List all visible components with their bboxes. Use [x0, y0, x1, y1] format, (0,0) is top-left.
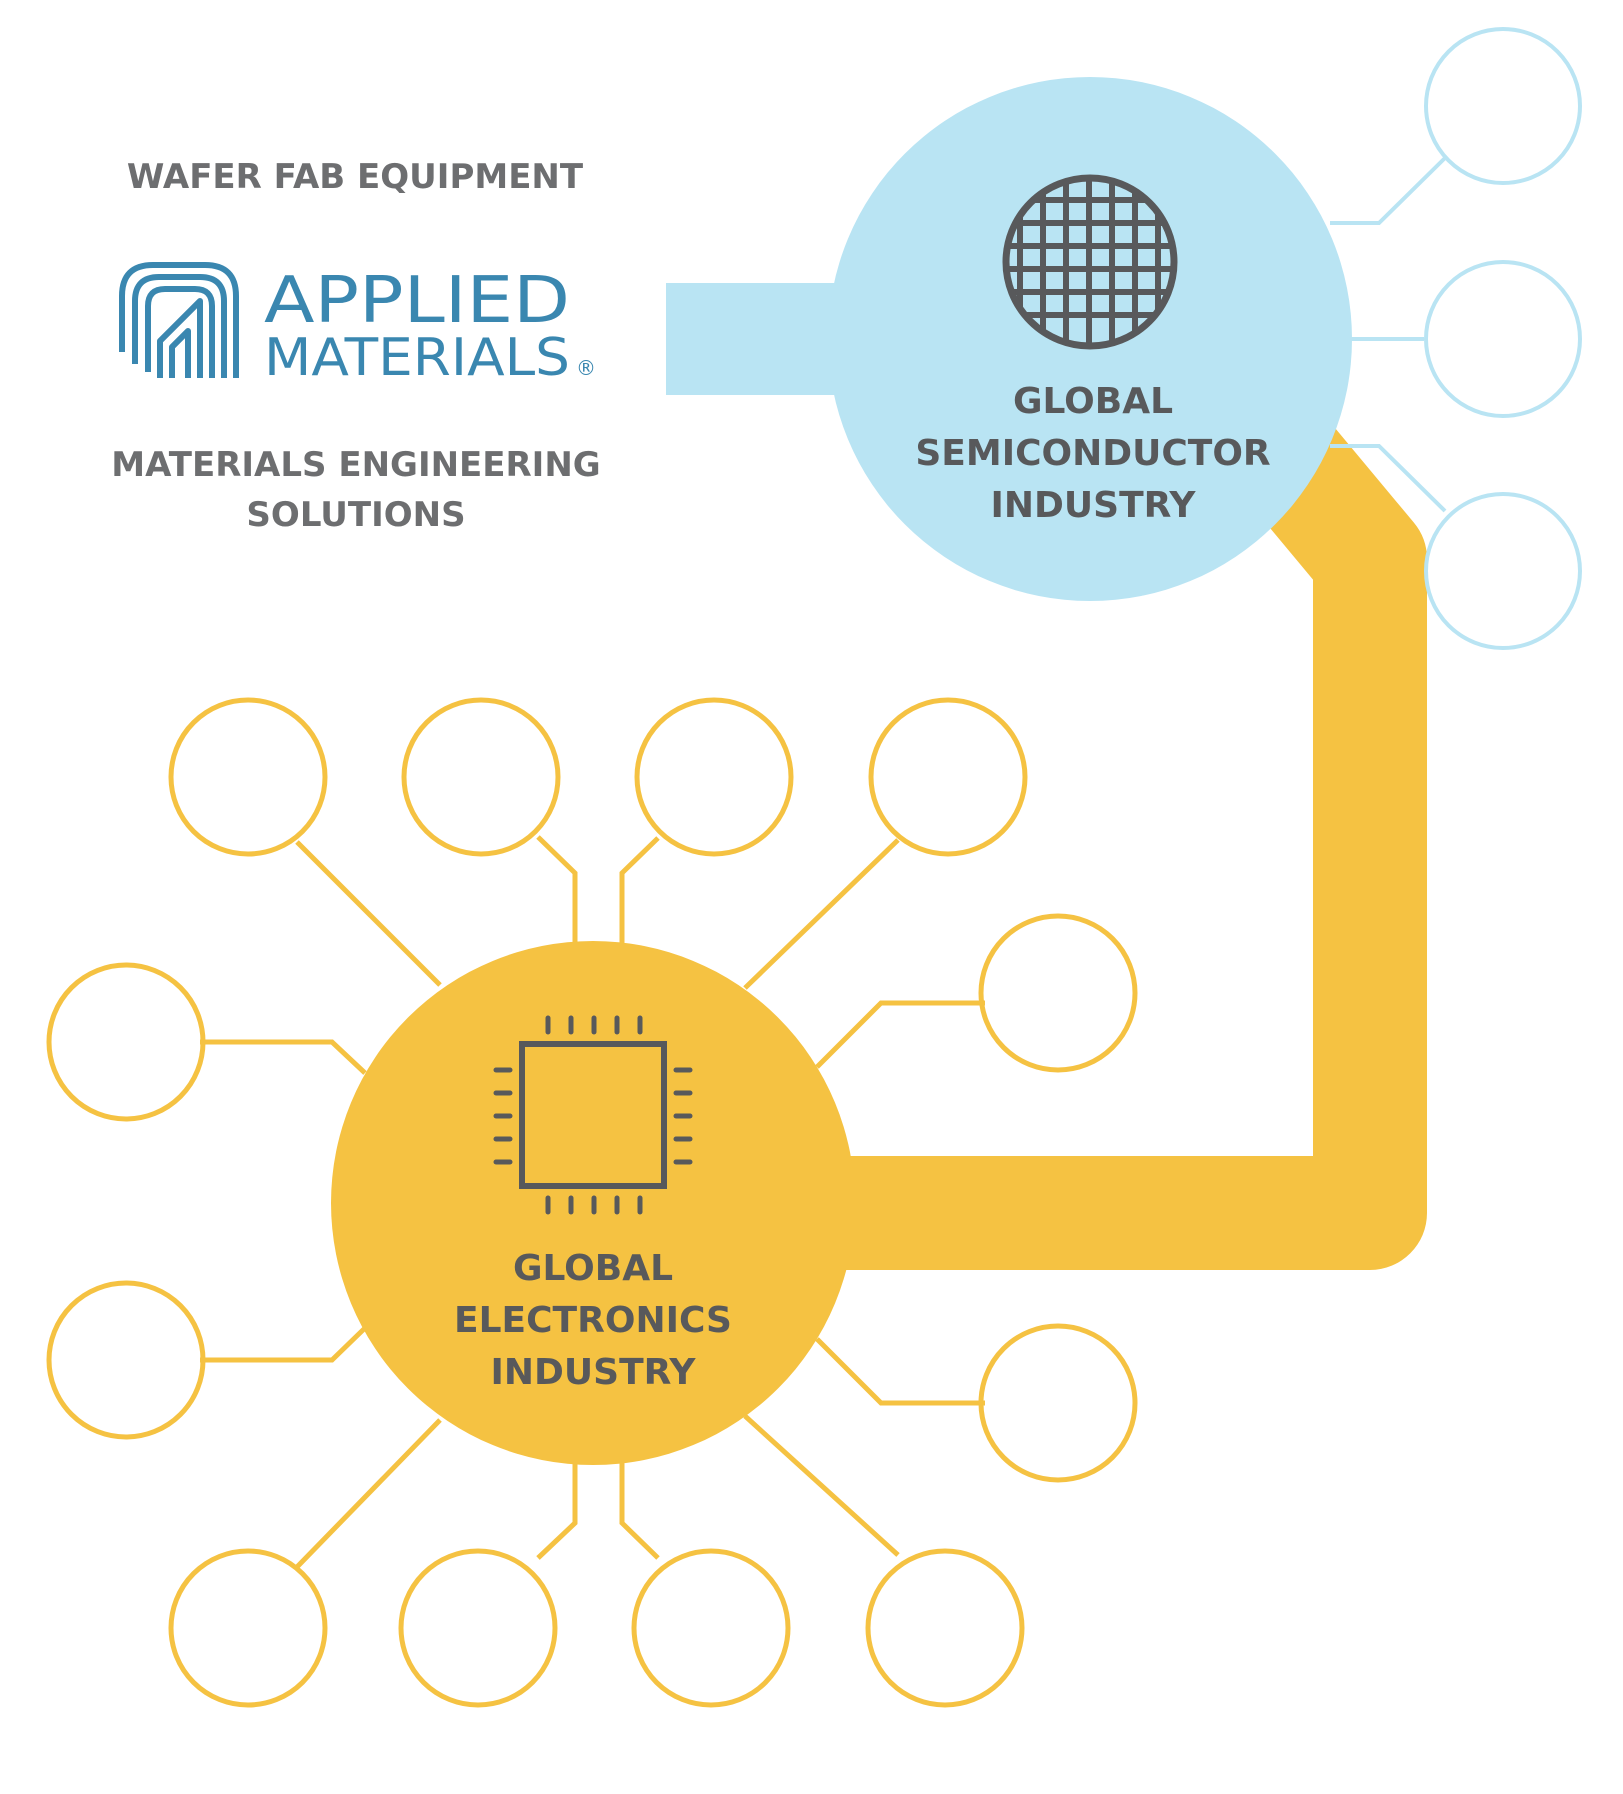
satellite-link — [1330, 156, 1447, 225]
satellite-node — [978, 913, 1138, 1073]
electronics-satellites — [46, 697, 1138, 1708]
satellite-node — [1424, 27, 1582, 185]
electronics-label-line2: ELECTRONICS — [454, 1300, 732, 1341]
satellite-link — [295, 840, 442, 987]
wafer-fab-heading: WAFER FAB EQUIPMENT — [127, 157, 584, 197]
satellite-link — [743, 838, 900, 990]
satellite-node — [168, 1548, 328, 1708]
satellite-node — [168, 697, 328, 857]
satellite-node — [865, 1548, 1025, 1708]
satellite-node — [868, 697, 1028, 857]
materials-engineering-heading-line1: MATERIALS ENGINEERING — [111, 445, 600, 485]
chip-icon — [493, 1015, 693, 1215]
logo-registered-mark: ® — [576, 356, 596, 380]
semiconductor-label-line3: INDUSTRY — [991, 485, 1197, 526]
satellite-node — [631, 1548, 791, 1708]
semiconductor-label-line2: SEMICONDUCTOR — [915, 433, 1270, 474]
satellite-node — [634, 697, 794, 857]
yellow-connector-path — [790, 408, 1427, 1270]
satellite-node — [1424, 260, 1582, 418]
satellite-link — [815, 1337, 985, 1406]
satellite-link — [200, 1039, 367, 1075]
satellite-link — [619, 836, 660, 950]
applied-materials-logo: APPLIED MATERIALS ® — [119, 262, 596, 388]
satellite-node — [46, 962, 206, 1122]
satellite-node — [401, 697, 561, 857]
satellite-node — [1424, 492, 1582, 650]
semiconductor-label-line1: GLOBAL — [1013, 381, 1173, 422]
electronics-label-line3: INDUSTRY — [491, 1352, 697, 1393]
satellite-link — [619, 1460, 660, 1560]
satellite-link — [536, 835, 578, 950]
materials-engineering-heading-line2: SOLUTIONS — [246, 495, 465, 535]
satellite-link — [815, 1000, 985, 1069]
electronics-label-line1: GLOBAL — [513, 1248, 673, 1289]
satellite-node — [398, 1548, 558, 1708]
satellite-link — [200, 1326, 367, 1363]
satellite-link — [743, 1414, 900, 1557]
satellite-link — [536, 1460, 578, 1560]
satellite-node — [978, 1323, 1138, 1483]
logo-text-line2: MATERIALS — [264, 328, 570, 388]
logo-text-line1: APPLIED — [264, 264, 570, 338]
satellite-node — [46, 1280, 206, 1440]
satellite-link — [295, 1418, 442, 1569]
logo-mark-icon — [119, 262, 239, 378]
satellite-link — [1330, 444, 1447, 513]
